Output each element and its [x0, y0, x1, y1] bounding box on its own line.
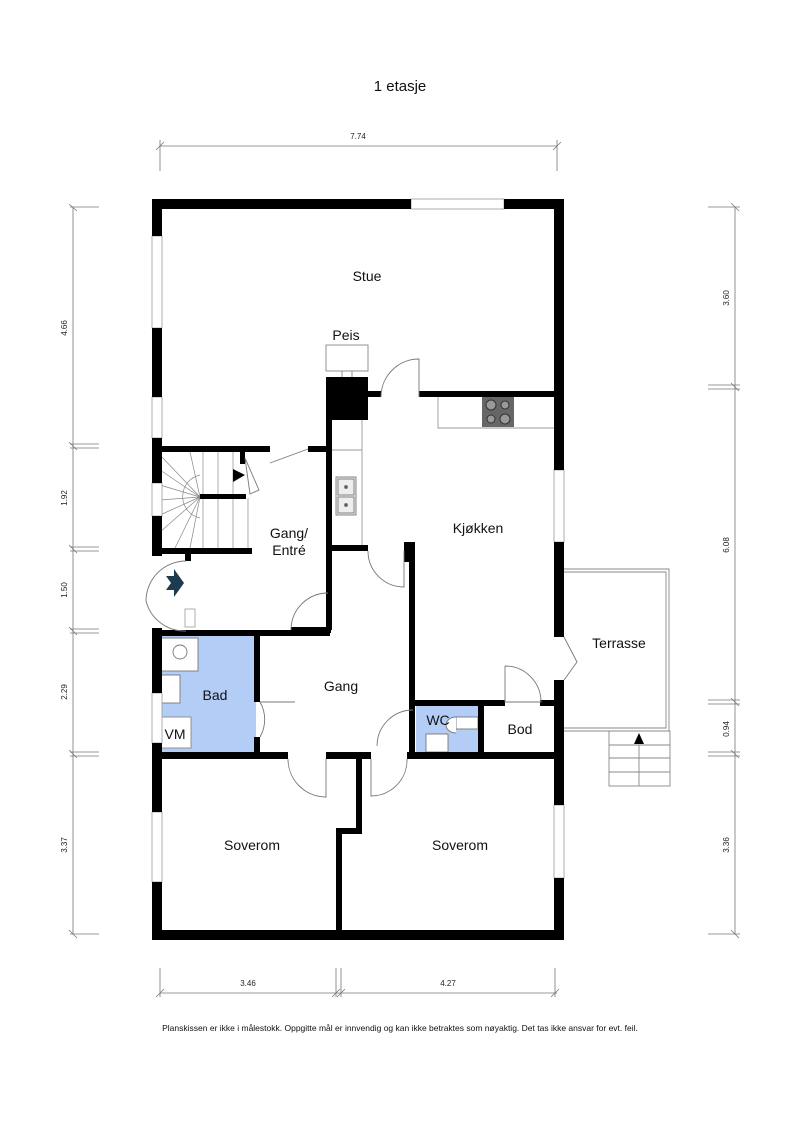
dim-right-2: 6.08: [722, 537, 731, 553]
dim-right-4: 3.36: [722, 837, 731, 853]
dim-top-width: 7.74: [350, 132, 366, 141]
room-label-soverom-left: Soverom: [224, 837, 280, 853]
room-label-bod: Bod: [508, 721, 533, 737]
dimension-right: [708, 202, 740, 939]
entry-arrow-icon: [166, 569, 184, 597]
kitchen-sink-icon: [335, 476, 357, 516]
fireplace-hearth: [325, 344, 369, 372]
staircase: [159, 451, 249, 549]
room-label-gang-entre-1: Gang/: [270, 525, 308, 541]
dimension-left: [68, 203, 99, 939]
room-label-peis: Peis: [332, 327, 359, 343]
room-label-terrasse: Terrasse: [592, 635, 646, 651]
room-label-wc: WC: [426, 712, 449, 728]
dim-left-5: 3.37: [60, 837, 69, 853]
room-label-vm: VM: [165, 726, 186, 742]
stove-icon: [482, 397, 514, 427]
dim-right-3: 0.94: [722, 721, 731, 737]
walls: [152, 199, 564, 940]
dim-right-1: 3.60: [722, 290, 731, 306]
bathroom-sink-icon: [159, 674, 181, 704]
room-label-soverom-right: Soverom: [432, 837, 488, 853]
dim-left-4: 2.29: [60, 684, 69, 700]
fireplace-icon: [326, 377, 368, 420]
terrace-stair-arrow-icon: [634, 733, 644, 744]
dim-bottom-right: 4.27: [440, 979, 456, 988]
toilet-icon: [445, 716, 479, 734]
doors: [145, 358, 578, 798]
floor-title: 1 etasje: [373, 78, 427, 95]
dimension-top: [155, 140, 562, 171]
room-label-bad: Bad: [203, 687, 228, 703]
disclaimer-footer: Planskissen er ikke i målestokk. Oppgitt…: [162, 1023, 638, 1033]
room-label-gang-entre-2: Entré: [272, 542, 306, 558]
shower-icon: [159, 637, 199, 672]
dimension-bottom: [155, 968, 560, 998]
terrace: [563, 568, 671, 787]
room-label-stue: Stue: [353, 268, 382, 284]
dim-left-2: 1.92: [60, 490, 69, 506]
dim-left-3: 1.50: [60, 582, 69, 598]
dim-left-1: 4.66: [60, 320, 69, 336]
dim-bottom-left: 3.46: [240, 979, 256, 988]
stair-arrow-icon: [233, 469, 245, 482]
wc-sink-icon: [425, 733, 449, 753]
room-label-kjokken: Kjøkken: [453, 520, 504, 536]
room-label-gang: Gang: [324, 678, 358, 694]
